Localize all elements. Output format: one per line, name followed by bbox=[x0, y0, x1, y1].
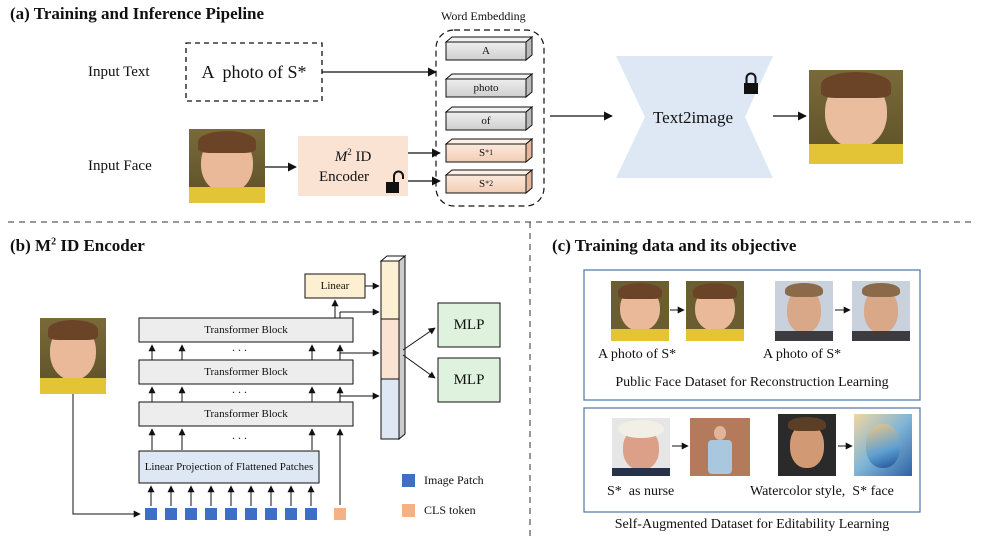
public-face-photo-3 bbox=[775, 281, 833, 341]
token-s1 bbox=[444, 137, 534, 164]
self-face-photo-4 bbox=[854, 414, 912, 476]
input-face-photo bbox=[189, 129, 265, 203]
unlock-icon bbox=[386, 170, 404, 193]
token-boxes bbox=[444, 35, 534, 195]
block-arrows bbox=[148, 344, 344, 505]
word-embedding-frame bbox=[435, 29, 545, 207]
panel-a-title: (a) Training and Inference Pipeline bbox=[10, 4, 265, 23]
legend-image-patch: Image Patch bbox=[424, 473, 484, 487]
caption-self-1: S* as nurse bbox=[607, 484, 675, 499]
token-photo-text: photo bbox=[473, 82, 499, 94]
output-column-top bbox=[380, 260, 400, 320]
token-of-text: of bbox=[481, 115, 491, 127]
public-face-photo-2 bbox=[686, 281, 744, 341]
caption-self-2: Watercolor style, S* face bbox=[750, 484, 894, 499]
dots-1: . . . bbox=[232, 340, 247, 354]
transformer-block-1: Transformer Block bbox=[204, 324, 288, 336]
panel-b-title-rest: ID Encoder bbox=[56, 236, 145, 255]
panel-b-title-main: (b) M bbox=[10, 236, 52, 255]
panel-b-title-sup: 2 bbox=[51, 236, 57, 248]
transformer-blocks bbox=[138, 317, 354, 427]
self-face-photo-1 bbox=[612, 418, 670, 476]
patch-arrows bbox=[147, 485, 315, 506]
token-s2-main: S bbox=[478, 178, 486, 190]
lock-icon bbox=[744, 72, 758, 94]
encoder-sup: 2 bbox=[347, 147, 352, 157]
mlp-label-1: MLP bbox=[453, 316, 485, 333]
token-s1-text: S*1 bbox=[478, 147, 494, 159]
projection-label: Linear Projection of Flattened Patches bbox=[144, 461, 314, 473]
public-dataset-frame bbox=[583, 269, 921, 401]
token-s1-main: S bbox=[478, 147, 486, 159]
output-face-photo bbox=[809, 70, 903, 164]
token-a bbox=[444, 35, 534, 62]
text2image-hourglass bbox=[616, 56, 773, 178]
token-of bbox=[444, 105, 534, 132]
token-a-text: A bbox=[482, 45, 490, 57]
token-s2-text: S*2 bbox=[478, 178, 494, 190]
legend-image-patch-swatch bbox=[402, 474, 415, 487]
image-patches bbox=[145, 508, 317, 520]
self-face-photo-3 bbox=[778, 414, 836, 476]
input-text-label: Input Text bbox=[88, 64, 150, 80]
projection-box bbox=[138, 450, 320, 484]
public-face-photo-1 bbox=[611, 281, 669, 341]
output-column-mid bbox=[380, 318, 400, 380]
text2image-label: Text2image bbox=[652, 108, 733, 127]
linear-box bbox=[304, 273, 366, 299]
self-face-photo-2 bbox=[690, 418, 750, 476]
encoder-id: ID bbox=[351, 149, 372, 165]
arrow-face-to-patches bbox=[72, 393, 141, 518]
encoder-label: M2 ID Encoder bbox=[298, 142, 408, 187]
legend-cls-token: CLS token bbox=[424, 503, 476, 517]
token-photo bbox=[444, 72, 534, 99]
mlp-box-2 bbox=[437, 357, 501, 403]
linear-label: Linear bbox=[320, 280, 350, 292]
legend-cls-swatch bbox=[402, 504, 415, 517]
panel-c-title: (c) Training data and its objective bbox=[552, 236, 797, 255]
output-column-bot bbox=[380, 378, 400, 440]
panel-b-title: (b) M2 ID Encoder bbox=[10, 236, 145, 256]
public-dataset-label: Public Face Dataset for Reconstruction L… bbox=[615, 375, 889, 390]
mlp-box-1 bbox=[437, 302, 501, 348]
encoder-m: M bbox=[334, 149, 348, 165]
transformer-block-3: Transformer Block bbox=[204, 408, 288, 420]
encoder-line2: Encoder bbox=[319, 169, 369, 185]
dots-3: . . . bbox=[232, 428, 247, 442]
transformer-block-2: Transformer Block bbox=[204, 366, 288, 378]
self-dataset-label: Self-Augmented Dataset for Editability L… bbox=[614, 517, 890, 532]
dots-2: . . . bbox=[232, 382, 247, 396]
self-dataset-frame bbox=[583, 407, 921, 513]
caption-public-1: A photo of S* bbox=[598, 347, 677, 362]
encoder-input-face-photo bbox=[40, 318, 106, 394]
token-s2 bbox=[444, 168, 534, 195]
mlp-label-2: MLP bbox=[453, 371, 485, 388]
input-face-label: Input Face bbox=[88, 158, 152, 174]
prompt-text: A photo of S* bbox=[201, 61, 307, 82]
cls-token bbox=[334, 508, 346, 520]
caption-public-2: A photo of S* bbox=[763, 347, 842, 362]
word-embedding-label: Word Embedding bbox=[441, 9, 526, 23]
public-face-photo-4 bbox=[852, 281, 910, 341]
